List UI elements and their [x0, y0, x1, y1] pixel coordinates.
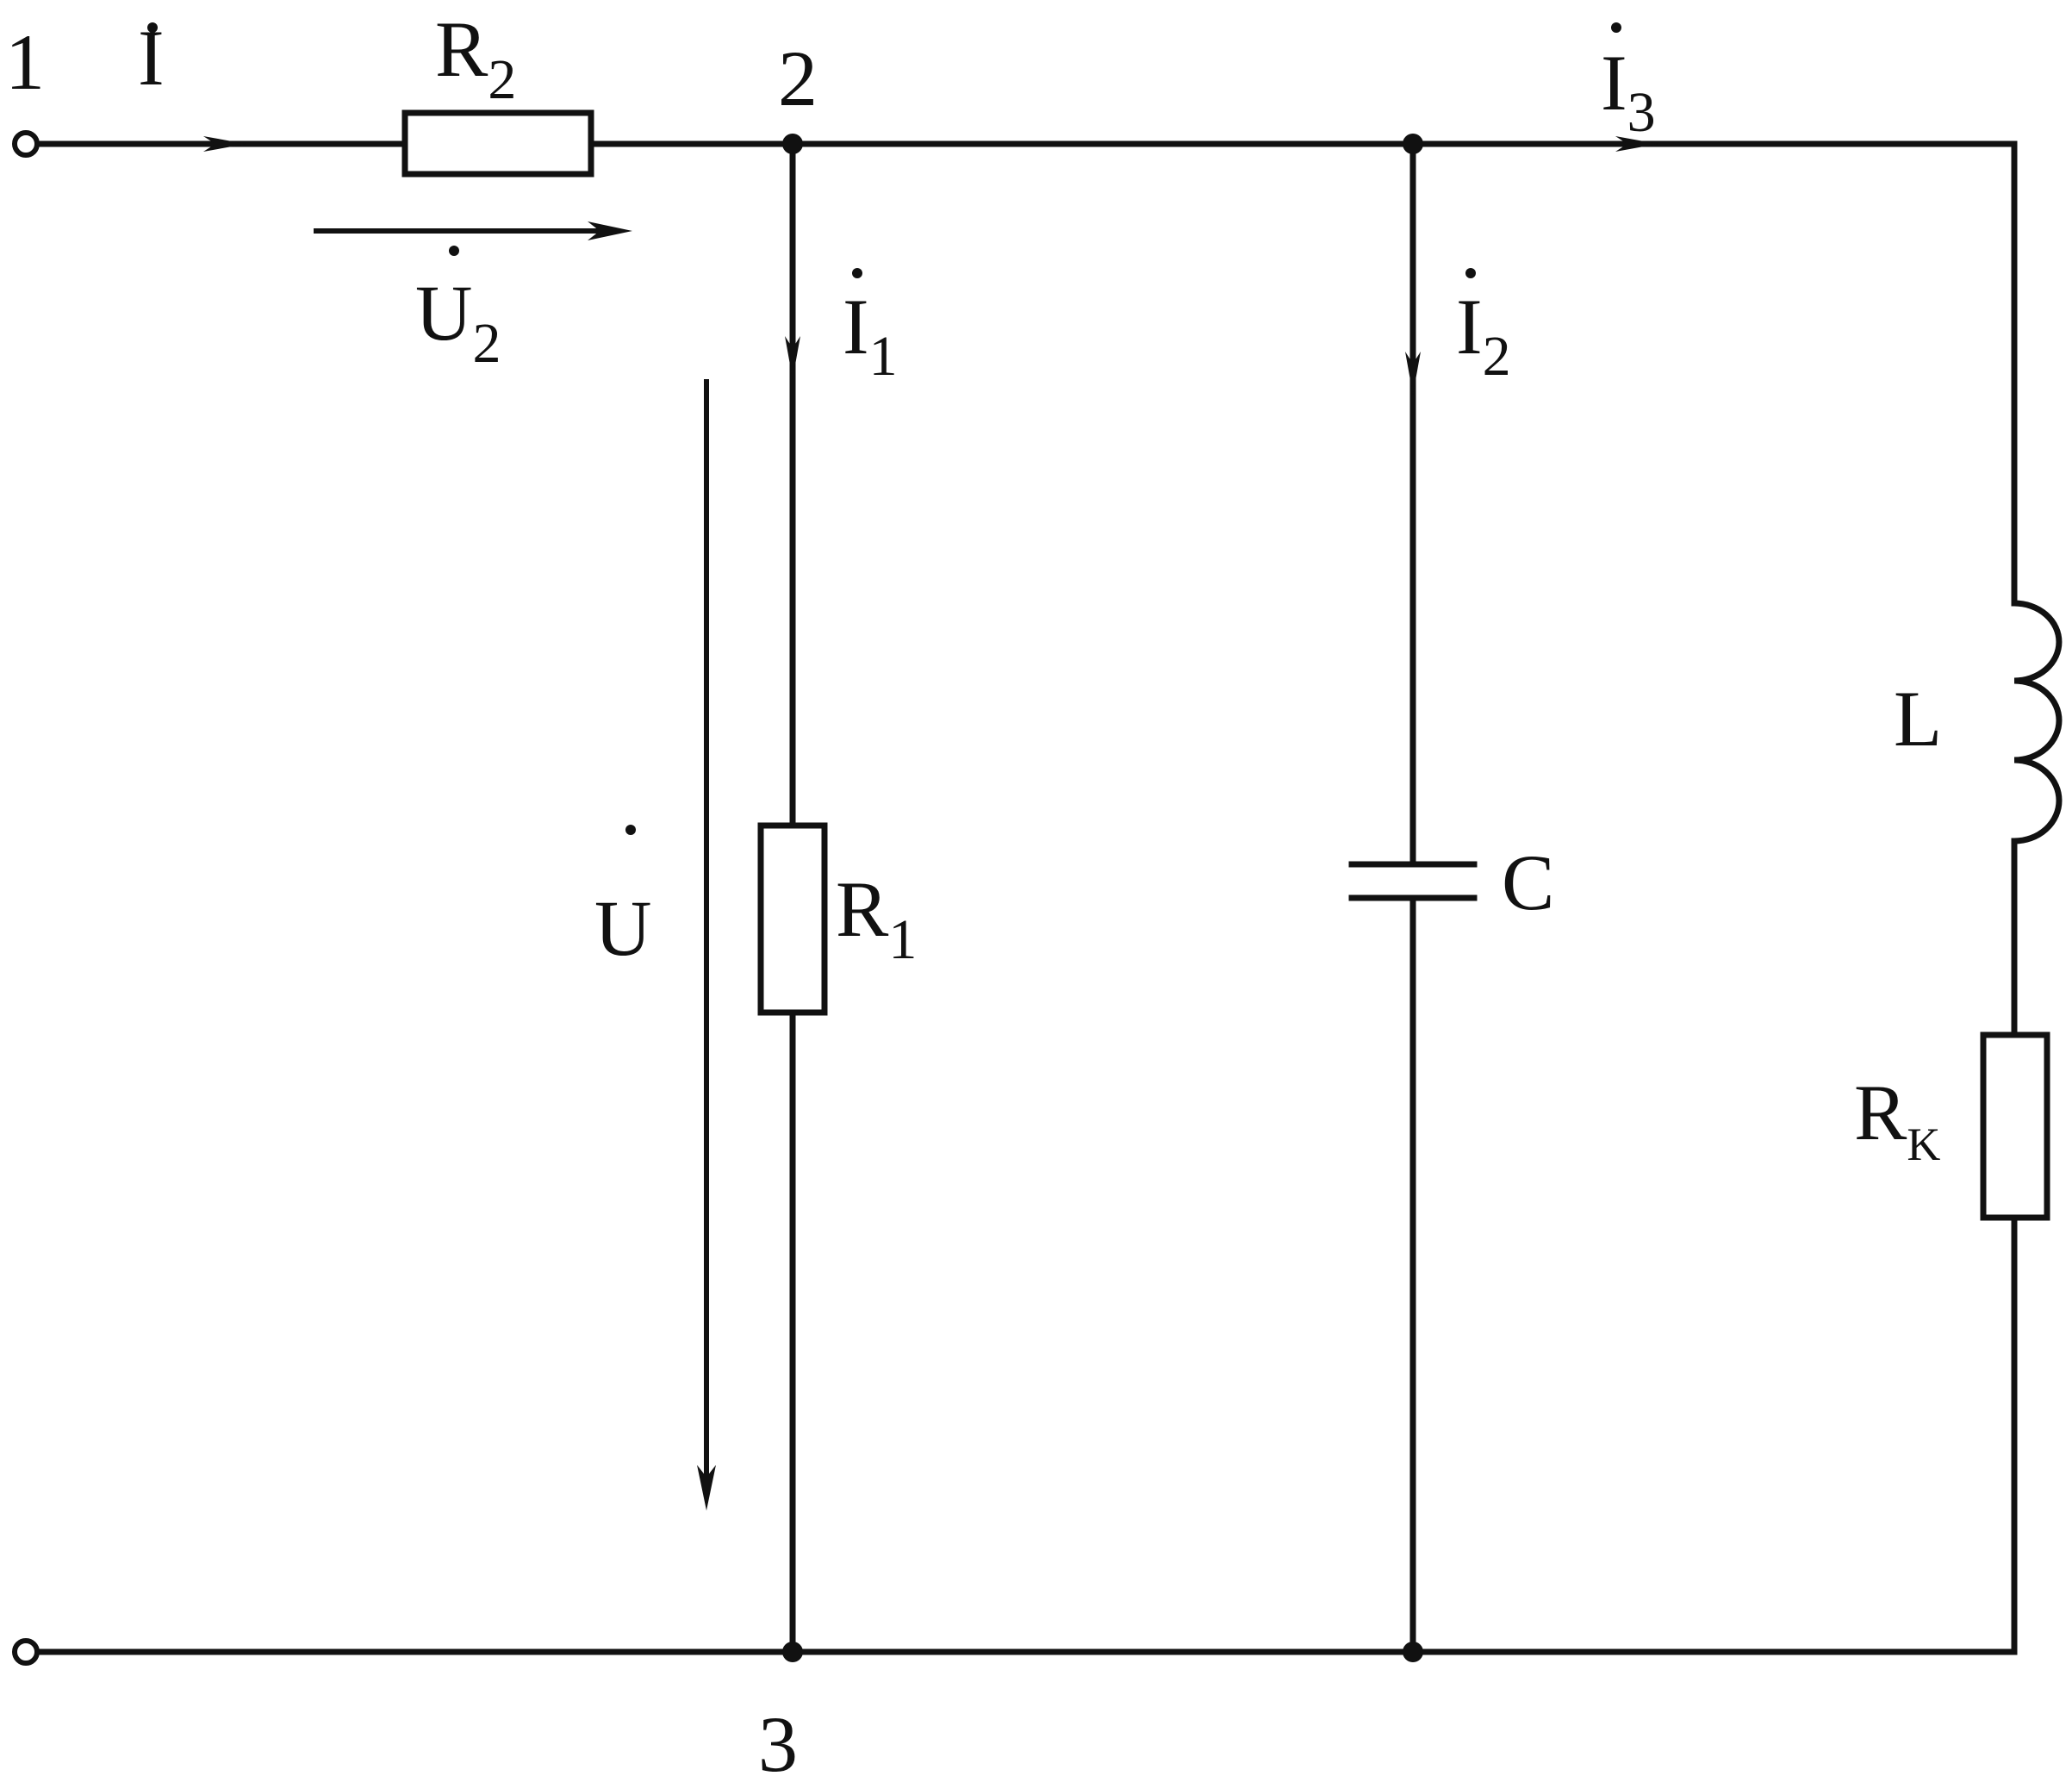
- svg-text:I1: I1: [843, 283, 898, 388]
- label-voltage-u: U: [594, 825, 651, 972]
- svg-text:I2: I2: [1456, 283, 1511, 388]
- label-rk: RK: [1854, 1069, 1940, 1170]
- inductor-l: [2011, 600, 2063, 844]
- label-l: L: [1894, 675, 1942, 763]
- node-label-2: 2: [778, 34, 818, 122]
- label-voltage-u2: U2: [415, 246, 501, 375]
- junction-node-2: [782, 134, 803, 154]
- junction-bottom-c: [1403, 1642, 1423, 1662]
- arrow-current-i2: [1405, 352, 1421, 395]
- junction-node-3: [782, 1642, 803, 1662]
- arrow-voltage-u2: [314, 221, 632, 240]
- label-c: C: [1502, 838, 1554, 926]
- label-r2: R2: [435, 5, 516, 111]
- arrow-current-i1: [785, 336, 800, 379]
- label-current-i1: I1: [843, 268, 898, 388]
- resistor-rk: [1980, 1031, 2050, 1221]
- label-current-i3: I3: [1601, 22, 1656, 144]
- label-r1: R1: [836, 865, 917, 971]
- wires: [30, 140, 2018, 1655]
- capacitor-c: [1348, 861, 1478, 901]
- svg-text:I: I: [138, 14, 165, 102]
- arrow-current-i3: [1615, 136, 1658, 152]
- terminal-1: [12, 130, 40, 158]
- label-current-i2: I2: [1456, 268, 1511, 388]
- arrow-current-i: [203, 136, 246, 152]
- arrow-voltage-u: [697, 379, 716, 1511]
- svg-text:U: U: [594, 884, 651, 972]
- label-current-i: I: [138, 14, 165, 102]
- node-label-1: 1: [5, 18, 45, 106]
- svg-text:U2: U2: [415, 269, 501, 375]
- junction-top-c: [1403, 134, 1423, 154]
- node-label-3: 3: [758, 1700, 798, 1776]
- terminal-3-input: [12, 1638, 40, 1666]
- svg-text:I3: I3: [1601, 39, 1656, 144]
- resistor-r2: [401, 109, 594, 178]
- resistor-r1: [757, 822, 828, 1016]
